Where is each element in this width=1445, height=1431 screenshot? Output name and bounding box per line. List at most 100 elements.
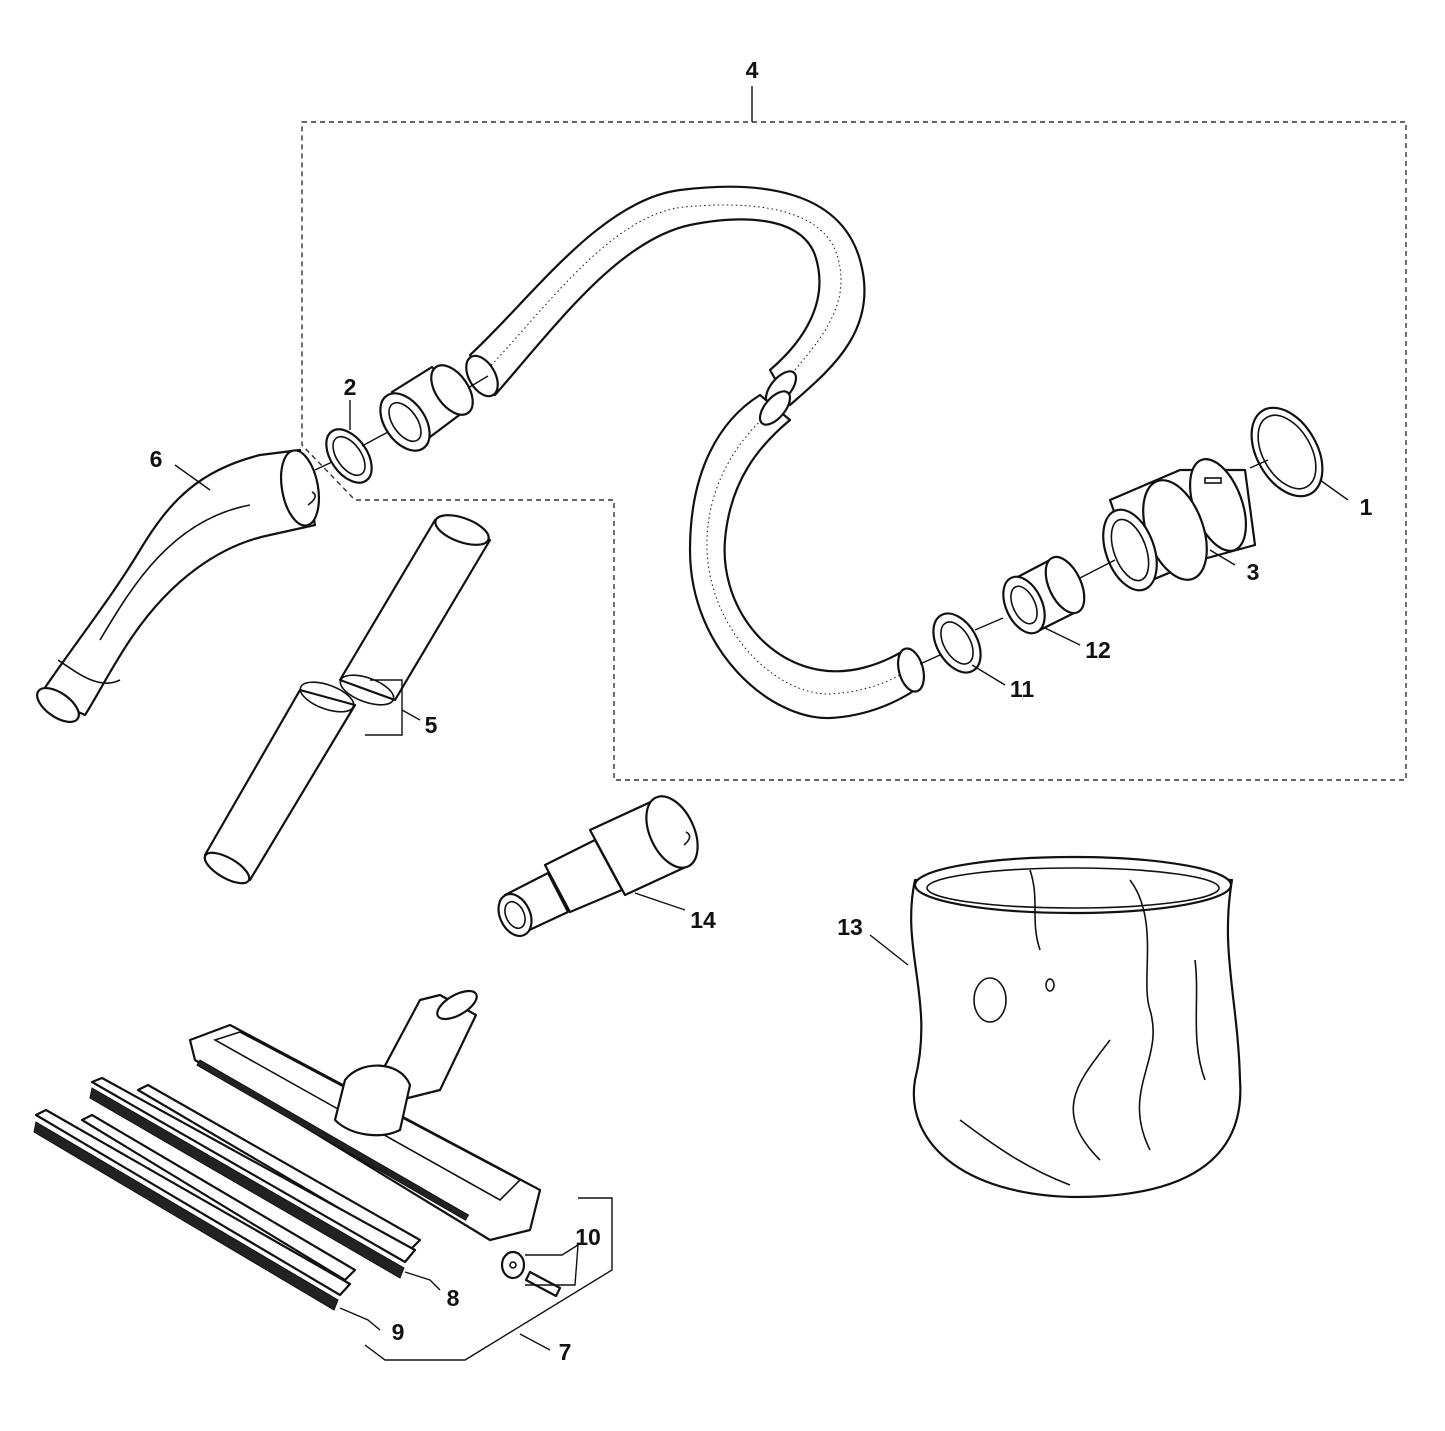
handle-socket-end (279, 449, 321, 527)
tube-lower-end (203, 851, 251, 885)
brush-9-front (34, 1108, 352, 1297)
handle-highlight (99, 504, 251, 641)
adapter-3-slot (1204, 477, 1222, 484)
ring-2-inner (332, 435, 366, 477)
hose-cut-end-b (758, 390, 792, 426)
callout-1: 1 (1360, 494, 1373, 520)
assembly-4-group-box (301, 121, 1407, 781)
hose (465, 185, 926, 720)
ring-11-to-coupling-axis (974, 617, 1004, 631)
part-11-ring (932, 612, 982, 674)
leader-14 (634, 892, 686, 911)
callout-7: 7 (559, 1339, 572, 1365)
callout-8: 8 (447, 1285, 460, 1311)
reducer-14-mid (543, 838, 624, 914)
hose-upper-ribs (481, 204, 842, 389)
callout-14: 14 (690, 907, 716, 933)
tube-lower (203, 688, 357, 882)
hose-upper-section (468, 185, 866, 407)
callout-2: 2 (344, 374, 357, 400)
brush-9-bristles (33, 1121, 339, 1311)
ring-11-outer (932, 612, 982, 674)
leader-11 (971, 664, 1006, 686)
floor-nozzle-hub (333, 1064, 412, 1137)
adapter-3-front (1102, 508, 1158, 592)
filter-bag-rim (913, 855, 1233, 915)
part-14-reducer (497, 795, 699, 938)
coupling-12-to-adapter-axis (1079, 559, 1116, 579)
adapter-3-bore (1110, 518, 1150, 582)
leader-13 (869, 934, 909, 966)
leader-9 (339, 1307, 381, 1331)
brush-8-front (90, 1076, 417, 1264)
reducer-14-bore (504, 900, 526, 930)
filter-bag-creases (959, 869, 1206, 1186)
coupling-12-bore (1010, 585, 1038, 625)
part-7-floor-nozzle (188, 989, 542, 1242)
handle-collar (57, 659, 121, 685)
hose-upper-end (465, 354, 499, 398)
brush-9-rear (80, 1113, 357, 1282)
coupling-12-front (1002, 575, 1046, 635)
callout-10: 10 (575, 1224, 601, 1250)
part-12-coupling (1002, 555, 1086, 635)
filter-bag-small-hole (1045, 978, 1055, 992)
filter-bag-body (910, 878, 1242, 1199)
callout-13: 13 (837, 914, 863, 940)
leader-8 (404, 1271, 441, 1291)
part-13-filter-bag (910, 855, 1242, 1199)
leader-10 (525, 1244, 579, 1286)
axle-10 (524, 1270, 562, 1298)
wheel-10-hub (509, 1261, 517, 1269)
part-2-ring (325, 428, 373, 484)
ring-1-inner (1257, 414, 1317, 490)
part-5-extension-tubes (203, 514, 492, 885)
assembly-7-leader (519, 1333, 551, 1351)
hose-to-ring-11-axis (919, 654, 941, 665)
floor-nozzle-neck-end (436, 989, 478, 1021)
filter-bag-inlet-hole (973, 977, 1007, 1023)
wheel-10 (500, 1250, 526, 1280)
hose-cuff-bore (388, 401, 422, 443)
tube-upper (338, 518, 492, 702)
floor-nozzle-top-panel (213, 1031, 522, 1201)
callout-6: 6 (150, 446, 163, 472)
reducer-14-latch (683, 831, 691, 846)
leader-6 (174, 464, 211, 491)
assembly-7-group-bracket (364, 1197, 613, 1361)
ring-1-to-adapter-axis (1249, 459, 1269, 469)
tube-5-leader (365, 679, 421, 736)
ring-1-outer (1250, 406, 1324, 498)
brush-8-bristles (89, 1087, 405, 1279)
handle-6-to-ring-axis (314, 461, 333, 471)
part-9-brush-strip (33, 1108, 357, 1311)
tube-upper-cut (339, 674, 395, 706)
tube-upper-top (434, 514, 490, 546)
part-1-ring (1250, 406, 1324, 498)
leader-3 (1209, 549, 1236, 566)
ring-2-outer (325, 428, 373, 484)
callout-11: 11 (1010, 676, 1035, 702)
handle-body (38, 448, 317, 717)
coupling-12-rear (1044, 555, 1086, 615)
handle-nozzle-end (36, 686, 80, 724)
filter-bag-rim-inner (926, 867, 1220, 909)
part-3-adapter (1102, 458, 1257, 592)
callout-5: 5 (425, 712, 438, 738)
ring-11-inner (940, 621, 974, 665)
part-6-curved-handle (36, 448, 321, 724)
hose-cuff (379, 364, 474, 452)
hose-lower-end (896, 647, 926, 693)
callout-9: 9 (392, 1319, 405, 1345)
part-10-wheel-axle (500, 1250, 562, 1298)
leader-1 (1319, 479, 1349, 501)
callout-3: 3 (1247, 559, 1260, 585)
hose-cuff-axis (467, 375, 489, 389)
ring-2-axis (361, 431, 389, 447)
leader-12 (1044, 627, 1081, 646)
tube-lower-cut (299, 681, 355, 713)
hose-lower-ribs (706, 407, 909, 695)
hose-cuff-front (379, 392, 431, 452)
floor-nozzle-brush-strip (196, 1059, 470, 1221)
